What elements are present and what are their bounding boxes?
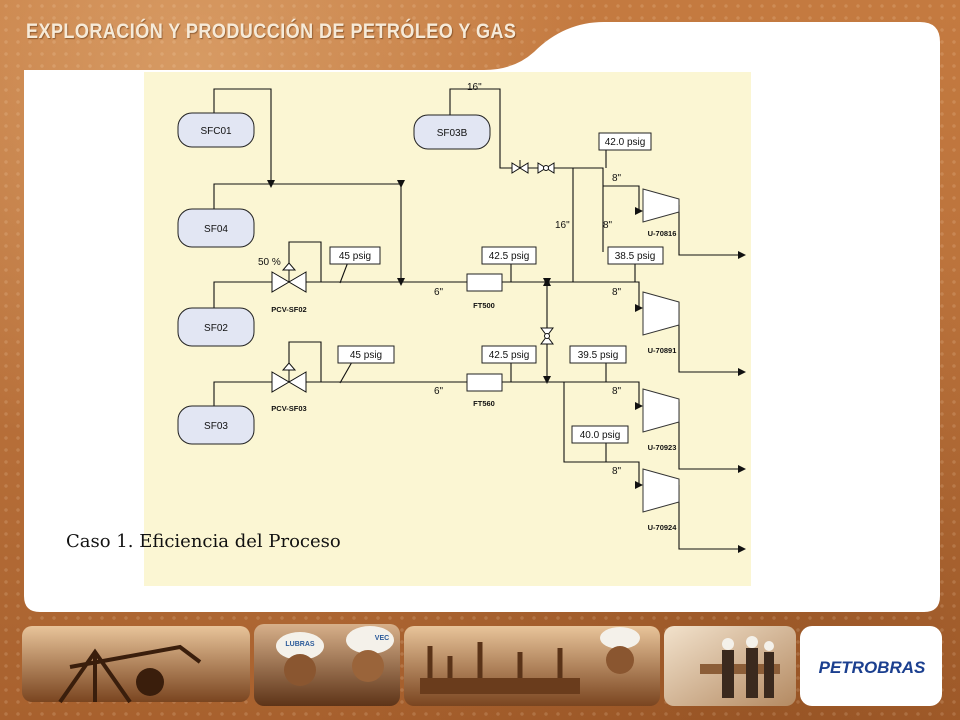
well-label: SF03 — [204, 421, 228, 432]
pipe-size-label: 6" — [434, 386, 444, 397]
well-sf03 — [177, 405, 255, 445]
header-title: EXPLORACIÓN Y PRODUCCIÓN DE PETRÓLEO Y G… — [26, 20, 517, 43]
compressor-label: U-70923 — [648, 443, 677, 452]
pressure-box — [481, 345, 537, 364]
pressure-value: 42.5 psig — [489, 350, 530, 361]
compressor-icon — [642, 188, 680, 223]
field-workers-photo — [664, 626, 796, 706]
well-label: SFC01 — [200, 126, 232, 137]
pipe-size-label: 8" — [603, 220, 613, 231]
pumpjack-photo — [22, 626, 250, 704]
pipe-size-label: 8" — [612, 287, 622, 298]
pressure-box — [329, 246, 381, 265]
hand-valve-icon — [540, 327, 554, 345]
petrobras-logo-text: PETROBRAS — [819, 658, 926, 677]
process-flow-svg: SFC01 SF03B SF04 SF02 SF03 FT500 FT560 — [177, 82, 746, 553]
pressure-value: 39.5 psig — [578, 350, 619, 361]
control-valve-icon — [271, 362, 307, 393]
flow-meter — [466, 373, 503, 392]
hand-valve-icon — [511, 160, 555, 174]
compressor-label: U-70816 — [648, 229, 677, 238]
pressure-box — [481, 246, 537, 265]
helmet-text: LUBRAS — [285, 641, 314, 648]
pressure-box — [337, 345, 395, 364]
slide-caption: Caso 1. Eficiencia del Proceso — [66, 531, 341, 552]
valve-label: PCV-SF03 — [271, 404, 306, 413]
pressure-value: 38.5 psig — [615, 251, 656, 262]
well-label: SF04 — [204, 224, 228, 235]
flow-meter-label: FT560 — [473, 399, 495, 408]
pressure-value: 42.0 psig — [605, 137, 646, 148]
compressor-label: U-70924 — [648, 523, 678, 532]
well-label: SF03B — [437, 128, 468, 139]
pressure-box — [598, 132, 652, 151]
pipe-size-label: 8" — [612, 173, 622, 184]
compressor-icon — [642, 468, 680, 513]
well-sf04 — [177, 208, 255, 248]
pipe-size-label: 8" — [612, 466, 622, 477]
compressor-icon — [642, 388, 680, 433]
control-valve-icon — [271, 262, 307, 293]
flow-meter — [466, 273, 503, 292]
valve-label: PCV-SF02 — [271, 305, 306, 314]
pipe-size-label: 8" — [612, 386, 622, 397]
pressure-value: 45 psig — [339, 251, 371, 262]
pressure-value: 45 psig — [350, 350, 382, 361]
helmet-text: VEC — [375, 635, 389, 642]
well-sf03b — [413, 114, 491, 150]
well-label: SF02 — [204, 323, 228, 334]
pressure-box — [571, 425, 629, 444]
process-diagram: SFC01 SF03B SF04 SF02 SF03 FT500 FT560 — [144, 72, 751, 586]
well-sfc01 — [177, 112, 255, 148]
pipe-size-label: 16" — [467, 82, 482, 93]
pipe-size-label: 16" — [555, 220, 570, 231]
valve-opening-label: 50 % — [258, 257, 281, 268]
compressor-icon — [642, 291, 680, 336]
pressure-value: 40.0 psig — [580, 430, 621, 441]
pressure-box — [607, 246, 664, 265]
facility-photo — [404, 626, 660, 706]
workers-photo: LUBRAS VEC — [254, 624, 400, 706]
well-sf02 — [177, 307, 255, 347]
pressure-box — [569, 345, 627, 364]
petrobras-logo: PETROBRAS — [800, 626, 942, 706]
pressure-value: 42.5 psig — [489, 251, 530, 262]
pipe-size-label: 6" — [434, 287, 444, 298]
compressor-label: U-70891 — [648, 346, 677, 355]
photo-strip: LUBRAS VEC PETROBRAS — [22, 624, 942, 706]
flow-meter-label: FT500 — [473, 301, 495, 310]
